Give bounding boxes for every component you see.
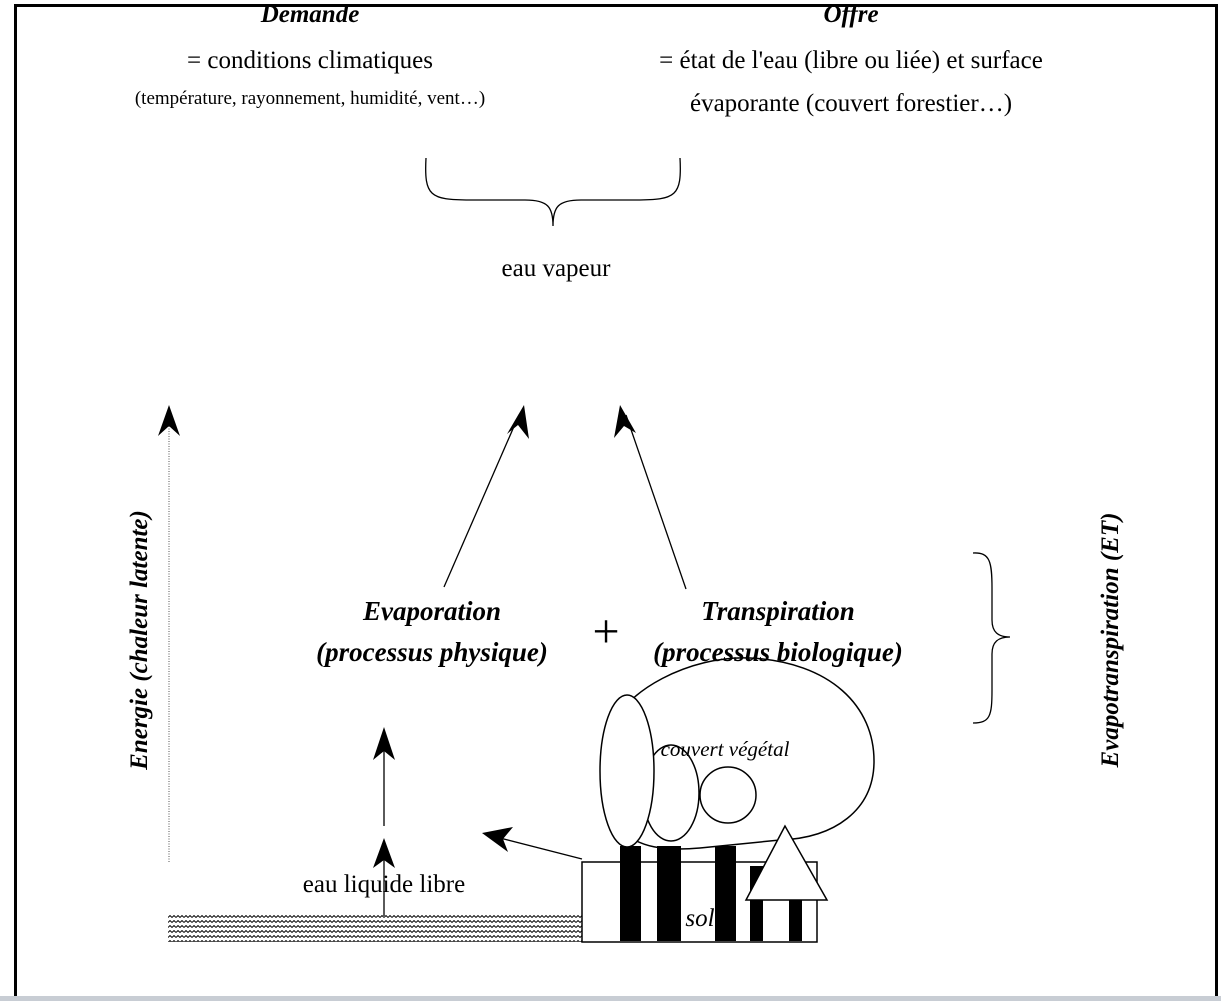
soil-to-water-arrow bbox=[482, 827, 583, 860]
et-brace bbox=[972, 552, 1011, 724]
water-surface bbox=[168, 914, 582, 942]
demande-line2: (température, rayonnement, humidité, ven… bbox=[134, 88, 486, 109]
demande-line1: = conditions climatiques bbox=[186, 47, 434, 74]
water-up-arrow bbox=[373, 838, 395, 916]
plus-sign: + bbox=[592, 605, 620, 658]
tree-crowns bbox=[599, 694, 829, 901]
energie-label: Energie (chaleur latente) bbox=[126, 510, 153, 770]
evaporation-arrow bbox=[443, 405, 529, 588]
transpiration-arrow bbox=[614, 405, 687, 590]
sol-label: sol bbox=[685, 905, 715, 932]
demande-title: Demande bbox=[260, 1, 360, 28]
liquid-to-evaporation-arrow bbox=[373, 727, 395, 826]
eau-liquide-label: eau liquide libre bbox=[302, 871, 466, 898]
couvert-vegetal-label: couvert végétal bbox=[660, 737, 790, 761]
transpiration-label: Transpiration bbox=[701, 596, 855, 626]
top-brace bbox=[425, 157, 681, 227]
bottom-bar bbox=[0, 996, 1221, 1001]
evaporation-sub: (processus physique) bbox=[316, 637, 548, 667]
evaporation-label: Evaporation bbox=[362, 596, 502, 626]
offre-line1: = état de l'eau (libre ou liée) et surfa… bbox=[659, 47, 1043, 74]
diagram-frame bbox=[14, 4, 1218, 1000]
transpiration-sub: (processus biologique) bbox=[653, 637, 903, 667]
tree-trunks bbox=[620, 846, 802, 941]
offre-title: Offre bbox=[823, 1, 879, 28]
offre-line2: évaporante (couvert forestier…) bbox=[689, 90, 1013, 117]
eau-vapeur-label: eau vapeur bbox=[501, 255, 611, 282]
energy-arrow bbox=[158, 405, 180, 862]
evapotranspiration-label: Evapotranspiration (ET) bbox=[1097, 512, 1124, 768]
